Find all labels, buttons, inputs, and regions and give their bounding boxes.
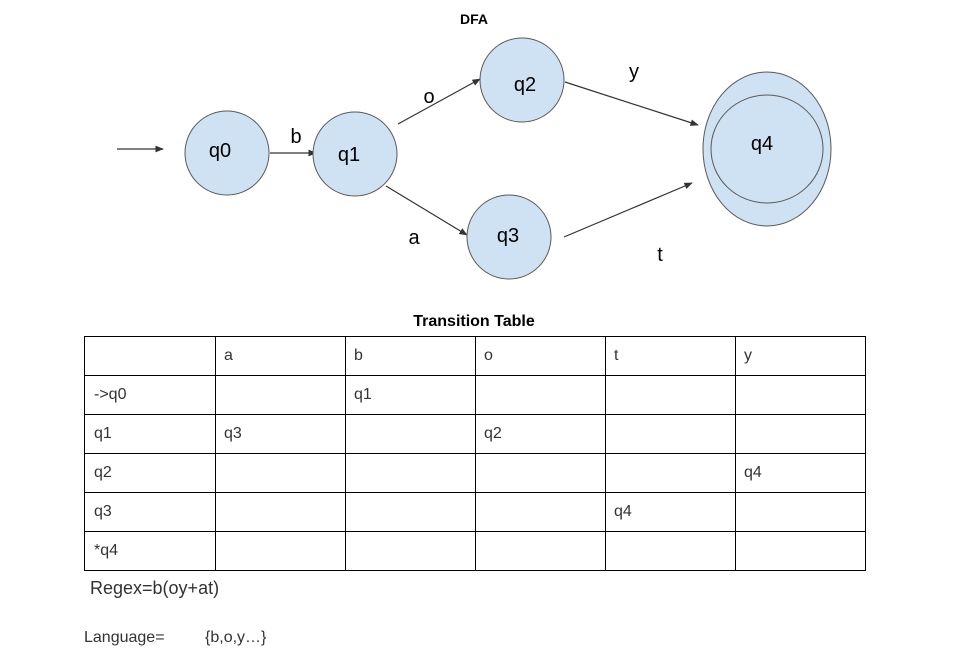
table-cell [215,375,346,415]
edge-label-t: t [657,244,663,266]
state-label-q4: q4 [751,133,773,155]
edge-q3-q4 [563,182,693,238]
state-label-q0: q0 [209,140,231,162]
diagram-title: DFA [460,11,488,27]
table-cell: q1 [84,414,216,454]
state-q0: q0 [184,110,270,196]
table-cell [605,531,736,571]
table-cell [345,453,476,493]
table-row: *q4 [84,531,866,571]
table-header-cell: t [605,336,736,376]
table-row: q3 q4 [84,492,866,532]
table-cell [345,492,476,532]
state-label-q2: q2 [514,74,536,96]
edge-label-o: o [423,86,434,108]
table-header-cell: b [345,336,476,376]
table-header-cell [84,336,216,376]
table-cell [475,492,606,532]
edge-q1-q2 [397,78,481,125]
table-header-cell: o [475,336,606,376]
table-row: q1 q3 q2 [84,414,866,454]
table-cell [735,531,866,571]
table-cell [735,414,866,454]
edge-q2-q4 [564,81,699,126]
table-cell [345,531,476,571]
regex-text: Regex=b(oy+at) [90,578,220,598]
table-header-cell: a [215,336,346,376]
transition-table: a b o t y ->q0 q1 q1 q3 q2 q2 q4 q3 q4 [84,336,866,571]
table-cell [215,492,346,532]
table-cell [735,375,866,415]
table-cell [605,414,736,454]
state-q2: q2 [479,37,565,123]
table-cell: *q4 [84,531,216,571]
state-label-q1: q1 [338,144,360,166]
edge-label-a: a [408,227,420,249]
table-cell [475,531,606,571]
table-cell: q2 [475,414,606,454]
edge-q1-q3 [385,185,468,236]
edge-label-y: y [629,61,639,83]
state-label-q3: q3 [497,225,519,247]
table-cell [215,453,346,493]
table-cell [345,414,476,454]
table-cell: q1 [345,375,476,415]
table-cell [605,375,736,415]
table-cell: q3 [215,414,346,454]
language-label: Language= [84,629,165,646]
state-q4-accepting: q4 [702,71,832,227]
state-q3: q3 [466,194,552,280]
table-row: q2 q4 [84,453,866,493]
table-header-row: a b o t y [84,336,866,376]
table-header-cell: y [735,336,866,376]
table-title: Transition Table [413,313,535,330]
table-cell: ->q0 [84,375,216,415]
table-cell: q4 [735,453,866,493]
table-cell: q4 [605,492,736,532]
table-cell [475,453,606,493]
table-row: ->q0 q1 [84,375,866,415]
table-cell: q2 [84,453,216,493]
dfa-diagram: DFA b o a y t q0 q1 q2 q3 q4 [117,11,832,280]
table-cell [605,453,736,493]
table-cell: q3 [84,492,216,532]
state-q1: q1 [312,111,398,197]
language-value: {b,o,y…} [205,629,267,646]
table-cell [215,531,346,571]
table-cell [475,375,606,415]
table-cell [735,492,866,532]
edge-label-b: b [290,126,301,148]
